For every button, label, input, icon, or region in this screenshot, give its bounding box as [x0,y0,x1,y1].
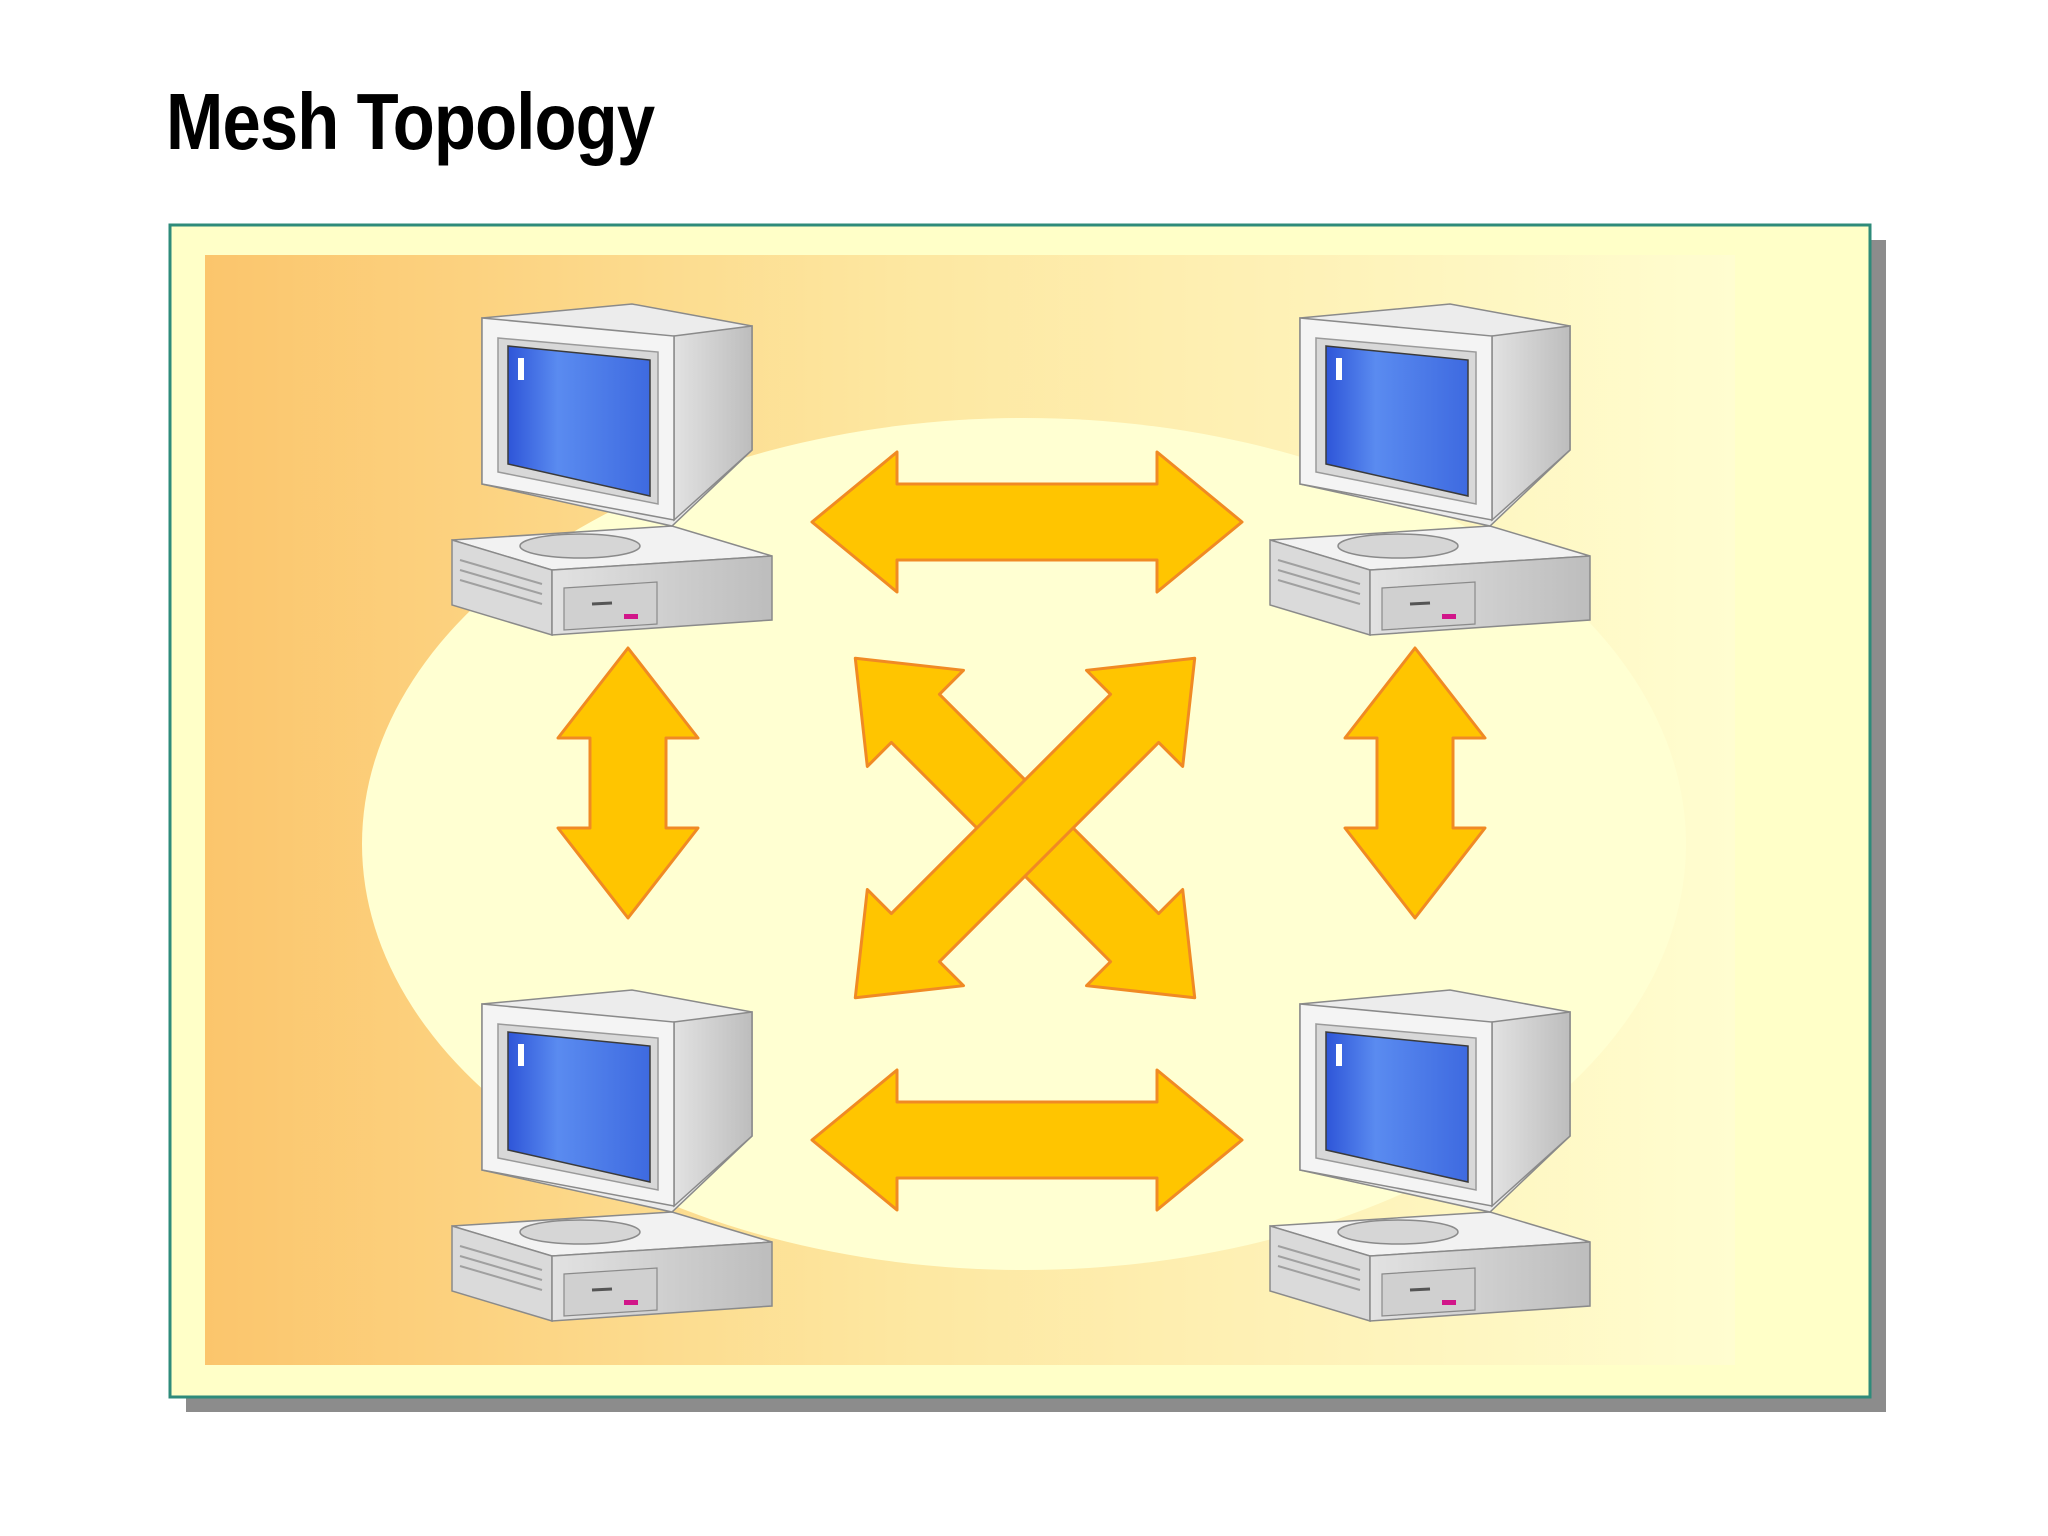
desktop-computer-icon [450,302,774,637]
desktop-computer-icon [1268,302,1592,637]
desktop-computer-icon [1268,988,1592,1323]
desktop-computer-icon [450,988,774,1323]
page-title: Mesh Topology [166,77,655,166]
